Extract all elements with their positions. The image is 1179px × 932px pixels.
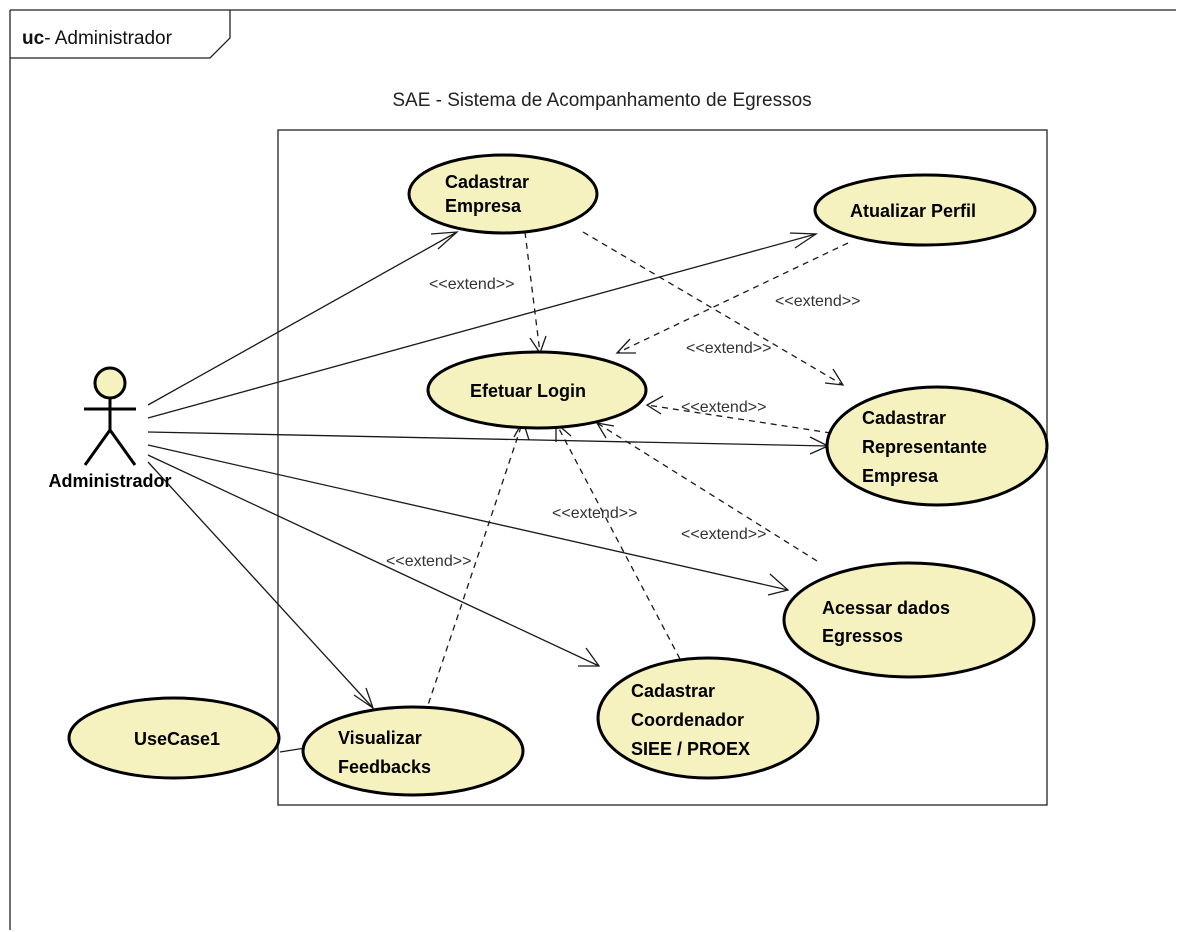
frame-label: uc- Administrador bbox=[22, 28, 173, 49]
extend-label: <<extend>> bbox=[552, 505, 637, 522]
use-case-visualizar-feedbacks[interactable]: Visualizar Feedbacks bbox=[301, 705, 525, 797]
assoc-cadastrar-representante bbox=[147, 431, 829, 447]
extend-line-cadastrar-empresa bbox=[524, 231, 541, 354]
assoc-visualizar-feedbacks bbox=[147, 461, 374, 709]
use-case-atualizar-perfil[interactable]: Atualizar Perfil bbox=[813, 173, 1037, 247]
use-case-efetuar-login[interactable]: Efetuar Login bbox=[426, 350, 648, 430]
arrowhead-acessar-dados bbox=[767, 573, 790, 596]
extend-line-coordenador bbox=[555, 422, 681, 660]
extend-label: <<extend>> bbox=[386, 553, 471, 570]
assoc-atualizar-perfil bbox=[147, 233, 817, 419]
use-case-cadastrar-coordenador[interactable]: Cadastrar Coordenador SIEE / PROEX bbox=[596, 656, 820, 780]
actor-name: Administrador bbox=[48, 471, 171, 491]
diagram-frame: uc- Administrador bbox=[9, 9, 1176, 930]
system-title: SAE - Sistema de Acompanhamento de Egres… bbox=[392, 90, 811, 111]
use-case-label: Atualizar Perfil bbox=[850, 201, 976, 221]
extend-line-atualizar-perfil bbox=[616, 242, 849, 354]
extend-label: <<extend>> bbox=[429, 276, 514, 293]
arrowhead-atualizar-perfil bbox=[789, 232, 819, 249]
system-boundary: SAE - Sistema de Acompanhamento de Egres… bbox=[277, 90, 1048, 806]
extend-label: <<extend>> bbox=[775, 293, 860, 310]
arrowhead-visualizar-feedbacks bbox=[353, 687, 375, 710]
use-case-label: UseCase1 bbox=[134, 729, 220, 749]
actor-administrador[interactable]: Administrador bbox=[48, 366, 172, 491]
assoc-acessar-dados bbox=[147, 444, 789, 591]
use-case-cadastrar-representante[interactable]: Cadastrar Representante Empresa bbox=[825, 385, 1049, 507]
use-case-cadastrar-empresa[interactable]: Cadastrar Empresa bbox=[407, 153, 599, 235]
use-case-label: Cadastrar Empresa bbox=[445, 172, 534, 216]
assoc-cadastrar-coordenador bbox=[147, 454, 600, 667]
extend-line-feedbacks bbox=[424, 420, 524, 715]
use-case-label: Visualizar Feedbacks bbox=[338, 728, 431, 777]
arrowhead-cadastrar-coordenador bbox=[578, 647, 601, 667]
assoc-usecase1 bbox=[279, 747, 306, 753]
extend-label: <<extend>> bbox=[686, 340, 771, 357]
use-case-label: Efetuar Login bbox=[470, 381, 586, 401]
assoc-cadastrar-empresa bbox=[147, 231, 458, 406]
use-case-label: Acessar dados Egressos bbox=[822, 598, 955, 646]
use-case-label: Cadastrar Coordenador SIEE / PROEX bbox=[631, 681, 750, 759]
associations bbox=[147, 231, 830, 753]
actor-stick-figure-icon bbox=[83, 366, 137, 466]
extend-line-representante bbox=[646, 404, 832, 434]
use-case-acessar-dados-egressos[interactable]: Acessar dados Egressos bbox=[782, 561, 1036, 679]
arrowhead-cadastrar-empresa bbox=[430, 231, 459, 250]
use-case-label: Cadastrar Representante Empresa bbox=[862, 408, 992, 486]
extend-labels: <<extend>> <<extend>> <<extend>> <<exten… bbox=[386, 276, 860, 570]
extend-label: <<extend>> bbox=[681, 526, 766, 543]
use-case-usecase1[interactable]: UseCase1 bbox=[67, 696, 281, 780]
extend-label: <<extend>> bbox=[681, 399, 766, 416]
